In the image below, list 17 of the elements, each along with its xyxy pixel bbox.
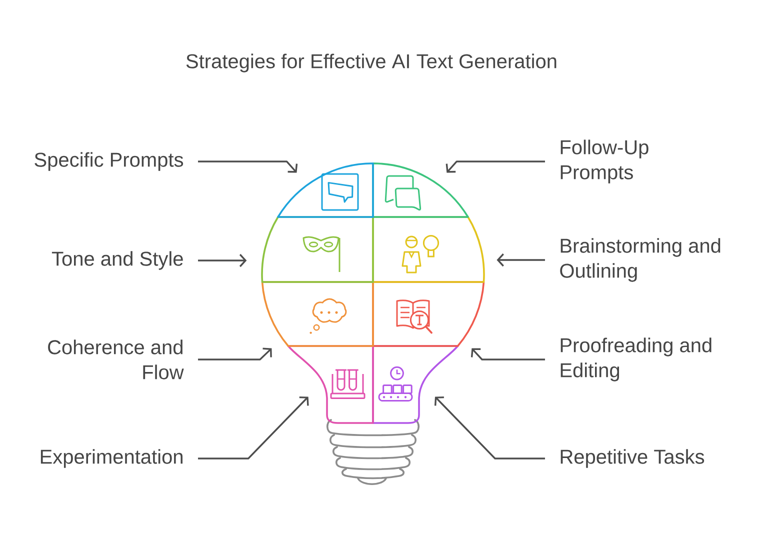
arrow: [446, 160, 545, 173]
arrow: [434, 396, 545, 460]
arrow: [198, 160, 298, 173]
label: Specific Prompts: [34, 152, 184, 171]
arrow: [470, 348, 545, 360]
label: Tone and Style: [52, 251, 183, 270]
arrow: [198, 254, 247, 268]
label: Repetitive Tasks: [560, 449, 704, 468]
label: Coherence and Flow: [48, 340, 184, 380]
arrow: [198, 348, 272, 360]
label: Brainstorming and Outlining: [560, 238, 720, 282]
label: Follow-Up Prompts: [560, 140, 648, 184]
arrow: [496, 253, 545, 267]
label: Experimentation: [40, 449, 182, 468]
label: Proofreading and Editing: [560, 338, 712, 382]
arrow: [198, 396, 309, 460]
title: Strategies for Effective AI Text Generation: [186, 54, 556, 72]
